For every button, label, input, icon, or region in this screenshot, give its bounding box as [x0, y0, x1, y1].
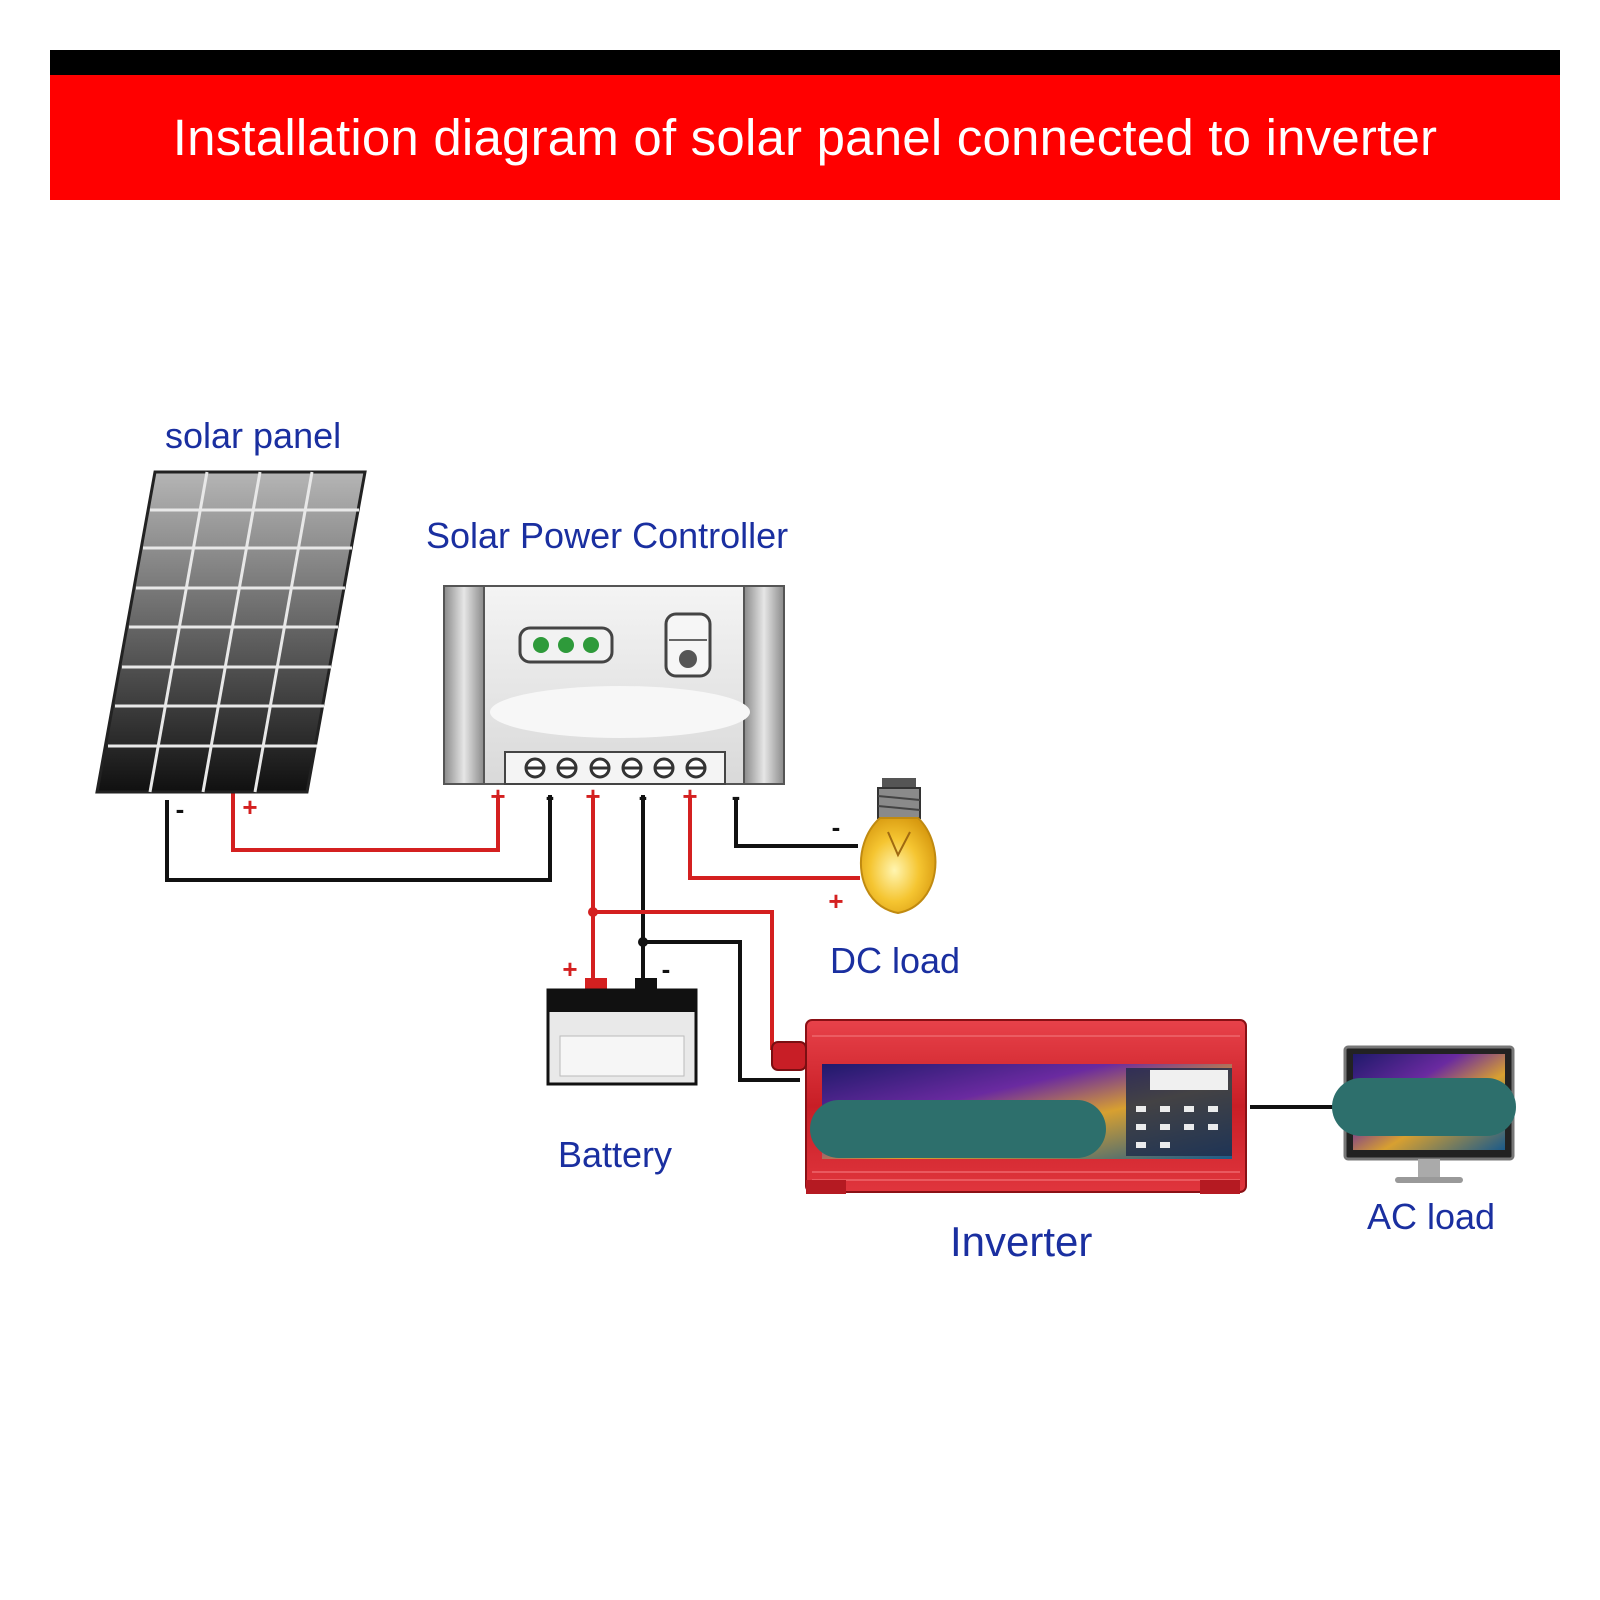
wire-inverter-negative [643, 940, 800, 1082]
controller-bat-plus-mark: + [585, 781, 600, 811]
controller-button [664, 612, 712, 678]
inverter [771, 1019, 1247, 1194]
diagram-title: Installation diagram of solar panel conn… [172, 109, 1438, 166]
ac-load-label: AC load [1367, 1196, 1496, 1237]
terminal-screws [524, 757, 707, 779]
dc-load-label: DC load [830, 940, 961, 981]
controller-load-minus-mark: - [732, 781, 741, 811]
wire-panel-positive [231, 790, 500, 852]
battery [546, 978, 698, 1086]
status-led-1 [533, 637, 549, 653]
status-led-2 [558, 637, 574, 653]
wire-load-positive [688, 795, 860, 880]
controller-label: Solar Power Controller [426, 515, 789, 556]
title-banner: Installation diagram of solar panel conn… [50, 50, 1560, 200]
inverter-label: Inverter [950, 1218, 1093, 1265]
status-led-3 [583, 637, 599, 653]
battery-plus-mark: + [562, 954, 577, 984]
solar-panel [95, 470, 367, 794]
panel-plus-mark: + [242, 792, 257, 822]
panel-minus-mark: - [176, 794, 185, 824]
bulb-minus-mark: - [832, 812, 841, 842]
controller-pv-plus-mark: + [490, 781, 505, 811]
solar-power-controller [443, 585, 785, 785]
solar-panel-label: solar panel [165, 415, 342, 456]
controller-load-plus-mark: + [682, 781, 697, 811]
junction-positive [588, 907, 598, 917]
polarity-marks: - + + - + - + - - + + - [176, 781, 844, 984]
bulb-plus-mark: + [828, 886, 843, 916]
wire-inverter-positive [593, 910, 774, 1050]
inverter-input-terminal [771, 1041, 807, 1071]
battery-minus-mark: - [662, 954, 671, 984]
battery-label: Battery [558, 1134, 673, 1175]
monitor-icon [1332, 1045, 1516, 1183]
wire-panel-negative [165, 795, 552, 882]
light-bulb-icon [860, 778, 937, 915]
wires [165, 790, 1345, 1109]
banner-top-stripe [50, 50, 1560, 75]
junction-negative [638, 937, 648, 947]
wire-load-negative [734, 800, 858, 848]
controller-bat-minus-mark: - [639, 781, 648, 811]
controller-pv-minus-mark: - [546, 781, 555, 811]
